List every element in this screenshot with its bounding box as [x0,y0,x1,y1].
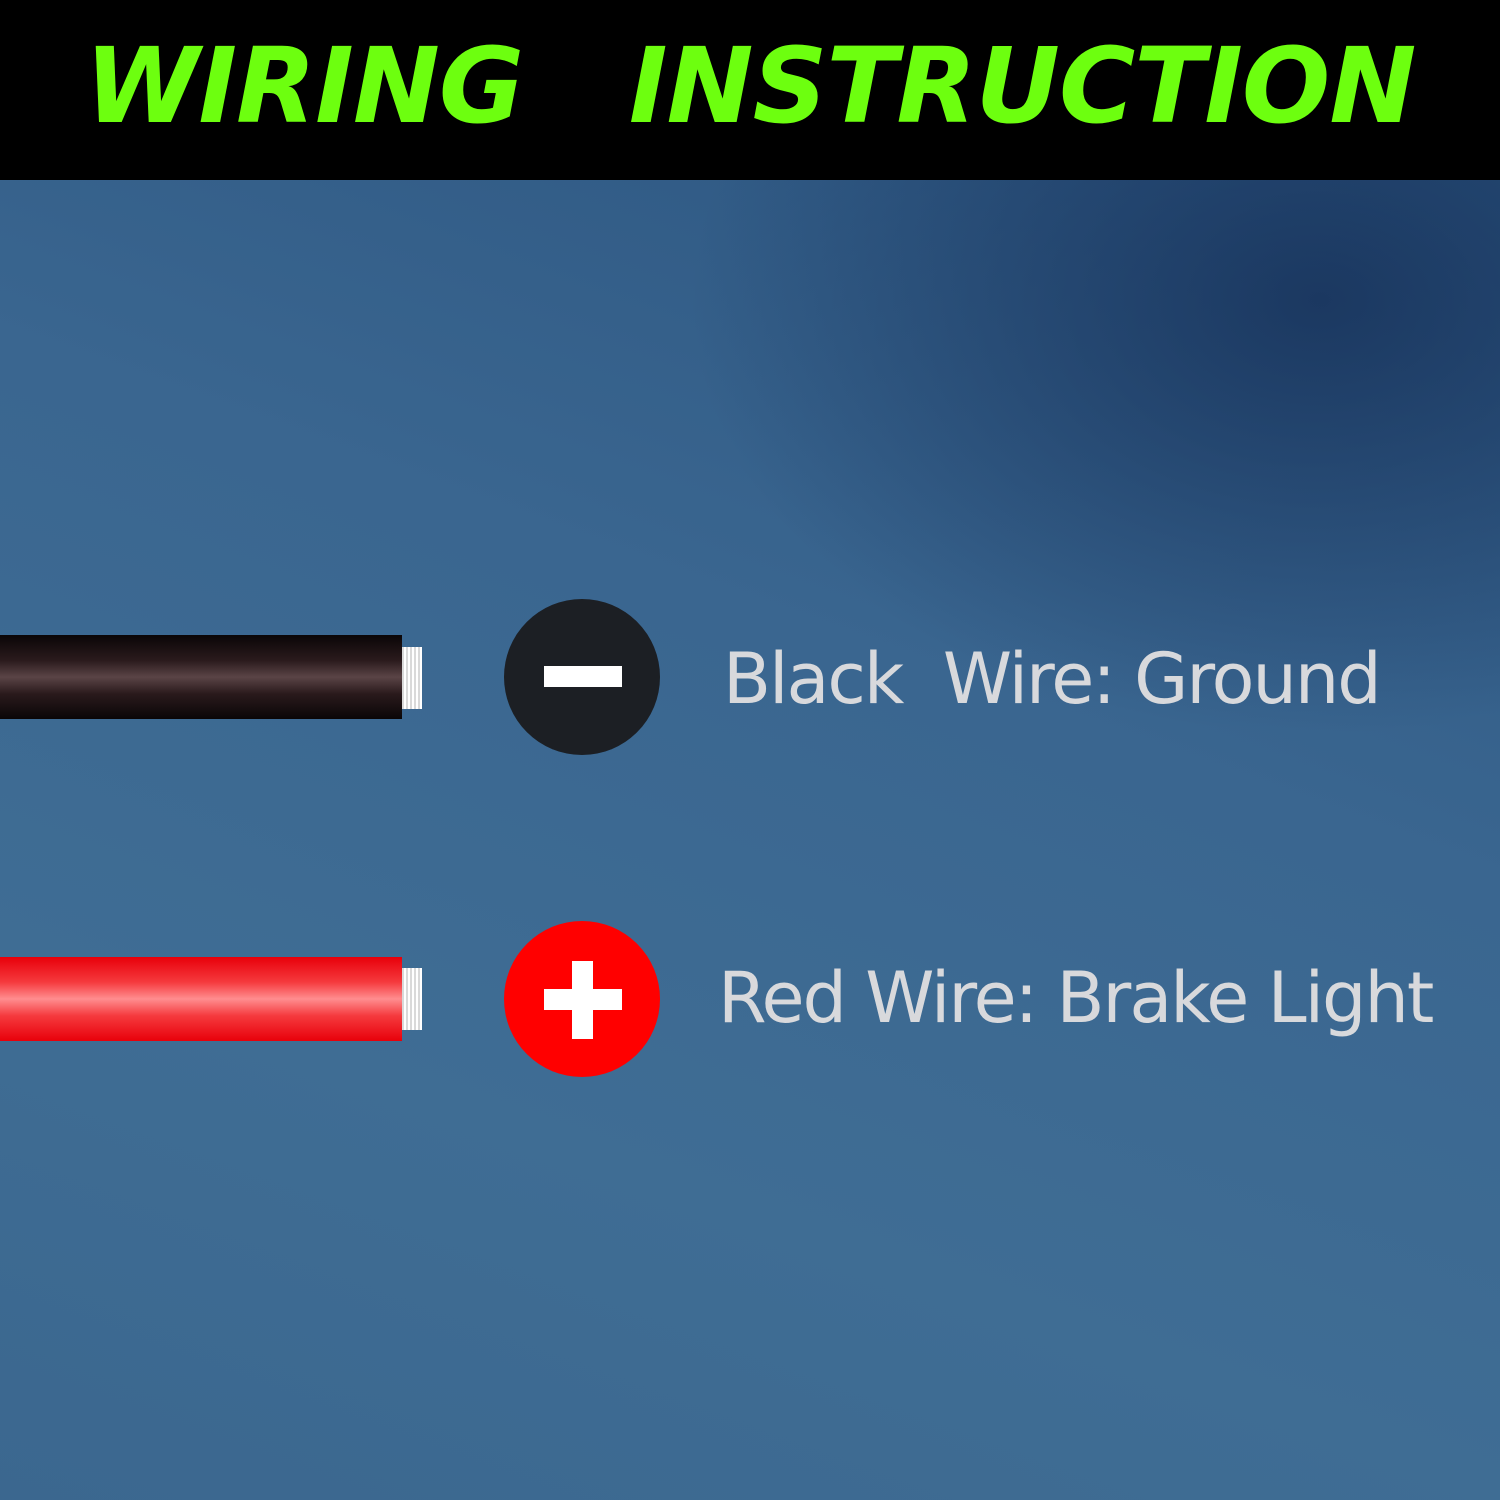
negative-terminal [504,599,660,755]
black-wire-strands [402,647,422,709]
red-wire-strands [402,968,422,1030]
header-bar: WIRING INSTRUCTION [0,0,1500,180]
positive-terminal [504,921,660,1077]
red-wire-label: Red Wire: Brake Light [718,957,1434,1039]
black-wire [0,635,402,719]
red-wire [0,957,402,1041]
black-wire-label: Black Wire: Ground [723,638,1382,720]
page-title: WIRING INSTRUCTION [84,25,1417,147]
plus-icon [544,961,622,1039]
diagram-panel: Black Wire: Ground Red Wire: Brake Light [0,180,1500,1500]
minus-icon [544,666,622,687]
